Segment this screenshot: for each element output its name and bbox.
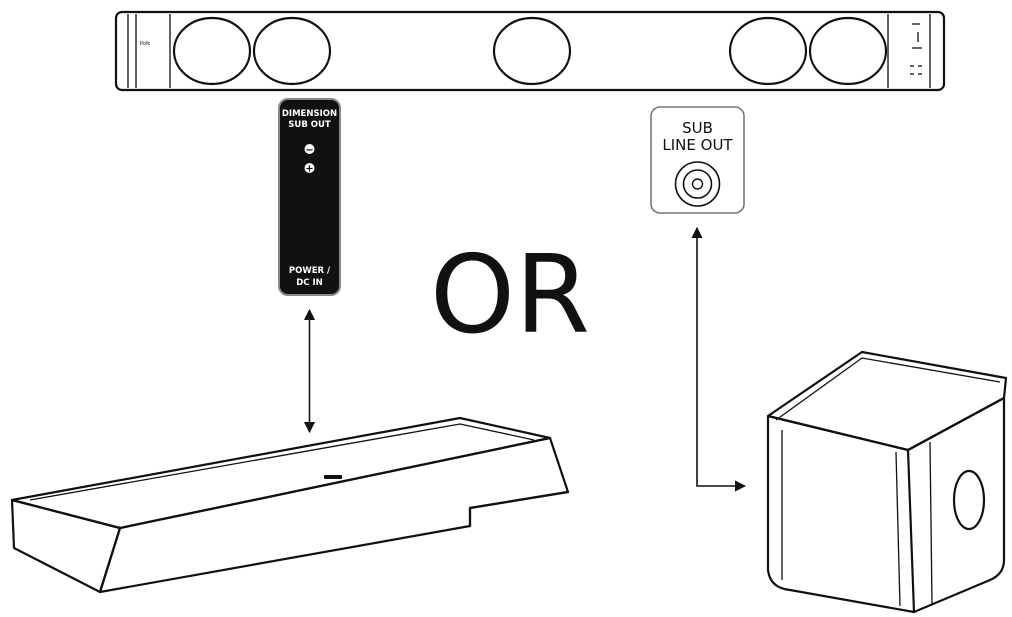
volume-plus-symbol: + (305, 164, 313, 175)
base-logo-badge (324, 475, 342, 479)
sub-line-out-line2: LINE OUT (662, 136, 733, 154)
line-out-connection-arrow (691, 226, 747, 492)
sub-line-out-line1: SUB (682, 119, 713, 137)
dimension-title-line1: DIMENSION (282, 109, 337, 119)
speaker-driver-3 (492, 16, 572, 86)
volume-minus-button-icon (304, 144, 315, 154)
dimension-sub-out-panel: DIMENSION SUB OUT − + POWER / DC IN (278, 98, 341, 296)
dimension-bottom-line2: DC IN (296, 278, 323, 288)
sub-line-out-panel: SUB LINE OUT (650, 106, 745, 214)
dimension-bottom-line1: POWER / (289, 266, 331, 276)
soundbar-control-buttons (910, 23, 922, 75)
speaker-driver-1 (172, 16, 252, 86)
rca-jack-icon (674, 161, 721, 207)
wireless-subwoofer-base (10, 416, 570, 594)
speaker-driver-4 (728, 16, 808, 86)
subwoofer-port (952, 469, 986, 531)
or-divider-text: OR (430, 233, 590, 358)
speaker-driver-2 (252, 16, 332, 86)
subwoofer-cube (766, 350, 1008, 614)
speaker-driver-5 (808, 16, 888, 86)
dimension-title-line2: SUB OUT (288, 120, 331, 130)
soundbar-brand-label: Polk (140, 41, 150, 47)
soundbar: Polk (114, 10, 946, 92)
volume-minus-symbol: − (305, 145, 313, 156)
volume-plus-button-icon (304, 163, 315, 173)
